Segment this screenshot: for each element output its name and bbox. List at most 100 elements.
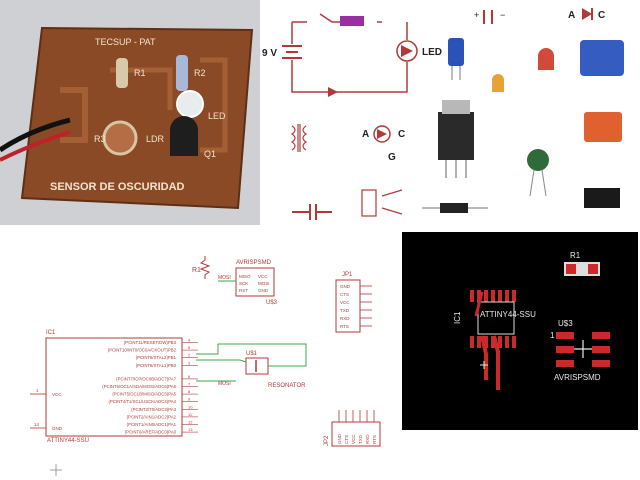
jp2-label: JP2 bbox=[324, 435, 330, 446]
board-title: TECSUP - PAT bbox=[95, 37, 156, 47]
scr-anode-label: A bbox=[362, 129, 369, 140]
board-ic1-part: ATTINY44-SSU bbox=[480, 310, 536, 319]
ic1-pad bbox=[470, 336, 474, 348]
resonator-label: RESONATOR bbox=[268, 383, 306, 389]
board-r1-label: R1 bbox=[570, 251, 581, 260]
mosi-net-bottom: MOSI bbox=[218, 381, 231, 387]
ic1-pad bbox=[484, 336, 488, 348]
battery-symbol bbox=[282, 45, 302, 59]
ic1-pin-number: 7 bbox=[188, 382, 191, 387]
ic1-pin-number: 4 bbox=[188, 338, 191, 343]
circuit-loop bbox=[291, 13, 408, 93]
red-led bbox=[538, 48, 554, 70]
ic-chip bbox=[584, 188, 620, 208]
ic1-pad bbox=[491, 290, 495, 302]
wire-pb1 bbox=[196, 343, 307, 367]
cap-symbol bbox=[483, 10, 493, 24]
u1-label: U$1 bbox=[246, 351, 258, 357]
scr-gate-label: G bbox=[388, 152, 396, 163]
ic1-pin-label: (PCINT5/OC1B/MISO/ADC5)PA5 bbox=[112, 392, 176, 397]
ic1-vcc: VCC bbox=[52, 392, 62, 397]
ic1-pin-label: (PCINT4/T1/SCL/USCK/ADC4)PA4 bbox=[109, 399, 177, 404]
pcb-board bbox=[20, 26, 254, 210]
scr-cathode-label: C bbox=[398, 129, 405, 140]
battery-label: 9 V bbox=[262, 48, 277, 59]
trace-2 bbox=[492, 335, 500, 390]
ic1-pad bbox=[505, 336, 509, 348]
ic1-pin-label: (PCINT8/XTAL1)PB0 bbox=[136, 363, 177, 368]
diode-anode-label: A bbox=[568, 10, 575, 21]
resonator-symbol bbox=[245, 357, 269, 375]
board-bottom-whitespace bbox=[402, 430, 640, 480]
avr-pin-gnd: GND bbox=[258, 288, 269, 293]
pcb-photo: TECSUP - PAT R1 R2 R3 LDR LED Q1 SENSOR … bbox=[0, 0, 260, 225]
jp1-pin-gnd: GND bbox=[340, 284, 351, 289]
label-r1: R1 bbox=[134, 68, 146, 78]
components-diagram: 9 V LED + − A C bbox=[262, 0, 640, 228]
board-layout: R1 IC1 ATTINY44-SSU U$3 1 AVRISPSMD bbox=[402, 232, 638, 430]
transistor-q1 bbox=[170, 116, 198, 156]
led-label: LED bbox=[422, 47, 442, 58]
ic1-pin-label: (PCINT6/OC1A/SDA/MOSI/ADC6)PA6 bbox=[102, 384, 176, 389]
ic1-pad bbox=[470, 290, 474, 302]
resistor-r2 bbox=[176, 55, 188, 91]
jp1-pin-vcc: VCC bbox=[340, 300, 350, 305]
resistor-symbol bbox=[340, 16, 364, 26]
board-u3-label: U$3 bbox=[558, 319, 573, 328]
diode-in-loop bbox=[328, 87, 338, 97]
ic1-pads bbox=[470, 290, 516, 348]
label-q1: Q1 bbox=[204, 149, 216, 159]
cap-symbol-bottom bbox=[292, 204, 332, 220]
relay-component bbox=[580, 40, 624, 76]
ic1-pin-number: 6 bbox=[188, 374, 191, 379]
ic1-pin-number: 10 bbox=[188, 404, 193, 409]
ic1-pin-label: (PCINT1/AIN0/ADC1)PA1 bbox=[127, 422, 177, 427]
jp2-pin-rts: RTS bbox=[372, 435, 377, 444]
ic1-pin-number: 13 bbox=[188, 427, 193, 432]
ic1-pin-label: (PCINT9/XTAL2)PB1 bbox=[136, 355, 177, 360]
ic1-pin-number: 3 bbox=[188, 360, 191, 365]
diode-cathode-label: C bbox=[598, 10, 605, 21]
r1-symbol bbox=[199, 256, 211, 279]
cap-plus-label: + bbox=[474, 10, 479, 20]
jp1-pin-rxd: RXD bbox=[340, 316, 350, 321]
schematic-panel: R1 AVRISPSMD U$3 MISO SCK RST VCC MOSI G… bbox=[0, 232, 400, 480]
board-avr-label: AVRISPSMD bbox=[554, 373, 601, 382]
u3-center-cross bbox=[574, 340, 592, 358]
ic1-pad bbox=[498, 290, 502, 302]
pin1-marker: 1 bbox=[550, 331, 555, 340]
jp1-pin-rts: RTS bbox=[340, 324, 349, 329]
ldr-component bbox=[102, 120, 138, 156]
ic1-pad bbox=[477, 290, 481, 302]
avrisp-name: AVRISPSMD bbox=[236, 260, 272, 266]
transformer-symbol bbox=[290, 124, 308, 152]
jp2-symbol bbox=[331, 421, 381, 447]
ic1-pad bbox=[484, 290, 488, 302]
relay-symbol bbox=[361, 189, 403, 217]
jp1-pin-txd: TXD bbox=[340, 308, 350, 313]
origin-cross bbox=[50, 464, 62, 476]
r1-label: R1 bbox=[192, 267, 201, 274]
ic1-pin-label: (PCINT7/ICP/OC0B/ADC7)PA7 bbox=[116, 376, 176, 381]
ic1-pin-number: 11 bbox=[188, 412, 193, 417]
label-r3: R3 bbox=[94, 134, 106, 144]
ic1-pin-label: (PCINT0/AREF/ADC0)PA0 bbox=[125, 430, 177, 435]
mosi-net-top: MOSI bbox=[218, 275, 231, 281]
led-component bbox=[176, 90, 204, 118]
jp2-pin-vcc: VCC bbox=[351, 434, 356, 444]
ic1-pin-number: 8 bbox=[188, 389, 191, 394]
jp1-pin-cts: CTS bbox=[340, 292, 349, 297]
wire-pb0 bbox=[196, 359, 247, 363]
ic1-vcc-num: 1 bbox=[36, 388, 39, 393]
ic1-gnd-num: 14 bbox=[34, 422, 40, 427]
trace-1 bbox=[480, 335, 488, 380]
ic1-pin-number: 9 bbox=[188, 397, 191, 402]
ic1-symbol bbox=[45, 337, 183, 437]
ic1-gnd: GND bbox=[52, 426, 63, 431]
jp2-pin-gnd: GND bbox=[337, 433, 342, 444]
label-ldr: LDR bbox=[146, 134, 165, 144]
ic1-pad bbox=[491, 336, 495, 348]
yellow-led bbox=[492, 74, 504, 92]
ic1-pin-label: (PCINT3/T0/ADC3)PA3 bbox=[131, 407, 176, 412]
avr-pin-miso: MISO bbox=[239, 274, 251, 279]
